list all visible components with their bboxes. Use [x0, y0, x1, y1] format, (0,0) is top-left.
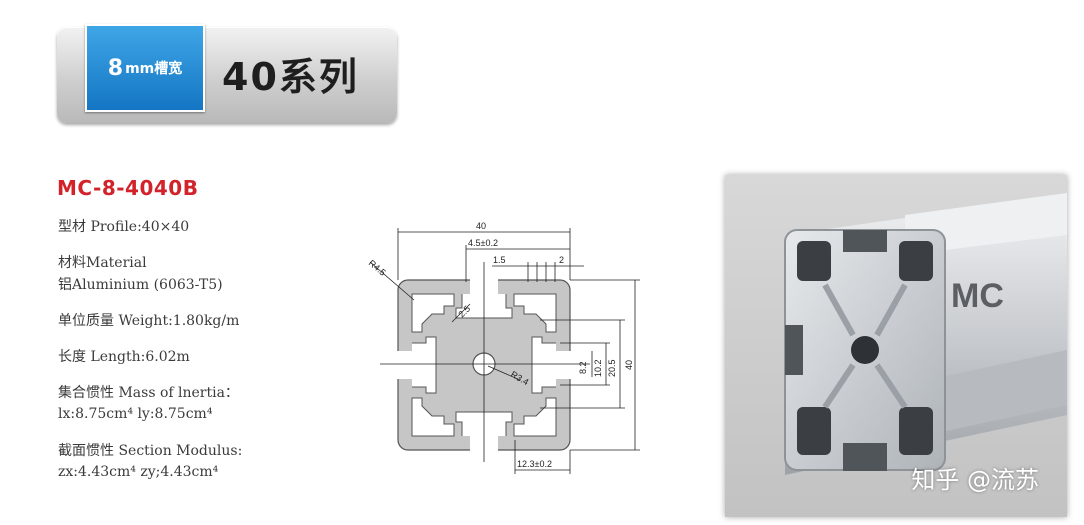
- spec-material-value: 铝Aluminium (6063-T5): [58, 277, 223, 293]
- dim-slot-offset: 4.5±0.2: [468, 238, 498, 248]
- dim-lip: 1.5: [493, 255, 506, 265]
- spec-weight: 单位质量 Weight:1.80kg/m: [58, 313, 240, 329]
- dim-width: 40: [476, 221, 486, 231]
- dim-20-5: 20.5: [607, 359, 617, 377]
- dim-10-2: 10.2: [593, 359, 603, 377]
- dim-height: 40: [624, 360, 634, 370]
- spec-inertia-label: 集合惯性 Mass of lnertia：: [58, 385, 239, 401]
- spec-inertia-value: lx:8.75cm⁴ ly:8.75cm⁴: [58, 406, 213, 422]
- dim-slot: 2: [559, 255, 564, 265]
- profile-drawing: 40 4.5±0.2 1.5 2 R4.5 2.5 R3.4 8.2 10.2 …: [367, 221, 640, 474]
- spec-modulus-label: 截面惯性 Section Modulus:: [58, 443, 243, 459]
- photo-mc-label: MC: [951, 277, 1004, 315]
- slot-width-number: 8: [107, 55, 124, 81]
- watermark: 知乎 @流苏: [911, 466, 1039, 494]
- slot-width-unit: mm槽宽: [125, 61, 183, 77]
- dim-8-2: 8.2: [578, 361, 588, 374]
- slot-width-tag: 8 mm槽宽: [85, 24, 205, 112]
- spec-length: 长度 Length:6.02m: [58, 349, 190, 365]
- profile-cross-section: [396, 278, 572, 452]
- dim-bottom: 12.3±0.2: [517, 459, 552, 469]
- series-title: 40系列: [222, 55, 359, 99]
- model-number: MC-8-4040B: [57, 176, 199, 200]
- spec-profile: 型材 Profile:40×40: [58, 219, 190, 235]
- spec-modulus-value: zx:4.43cm⁴ zy;4.43cm⁴: [58, 464, 219, 480]
- product-photo: MC 知乎 @流苏: [725, 175, 1067, 517]
- spec-material-label: 材料Material: [58, 255, 147, 271]
